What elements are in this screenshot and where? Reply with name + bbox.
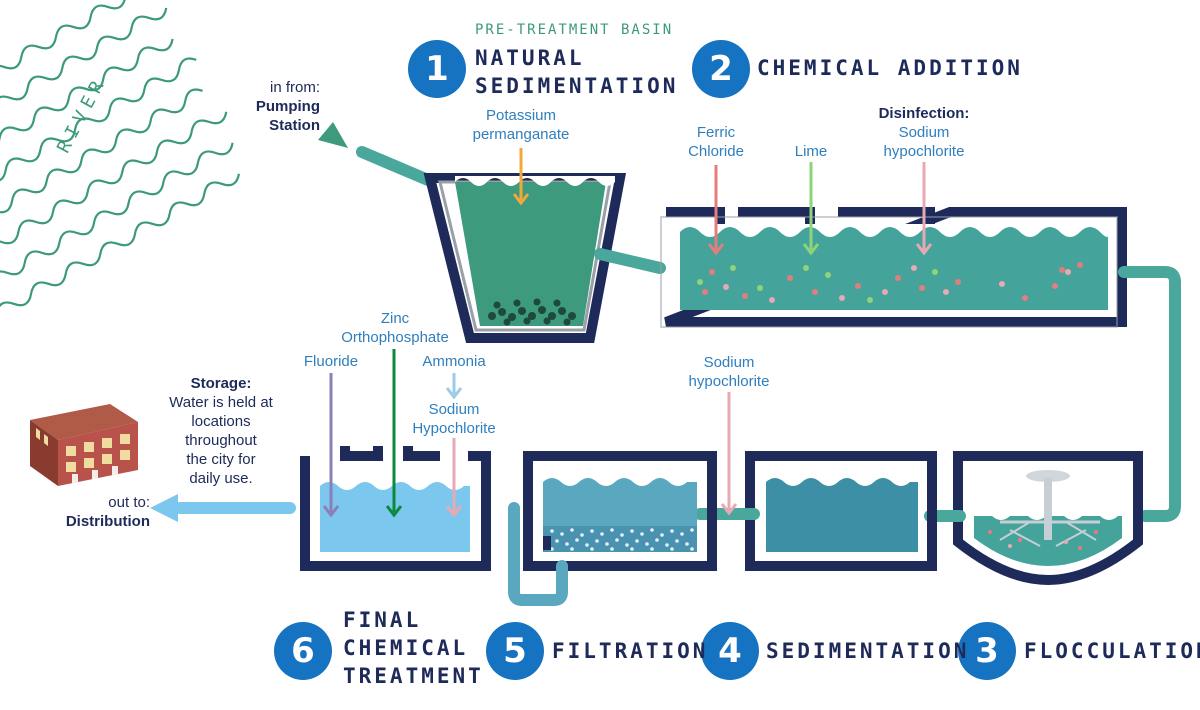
storage-text: Storage: Water is held at locations thro…: [156, 374, 286, 488]
inflow-pipe: [318, 122, 434, 186]
stage-1-title-line1: NATURAL: [475, 46, 585, 70]
filtration-basin: [523, 451, 717, 571]
stage-2-badge: 2: [692, 40, 750, 98]
sedimentation-basin: [745, 451, 937, 571]
stage-5-title: FILTRATION: [552, 639, 709, 663]
stage-6-title-line3: TREATMENT: [343, 664, 484, 688]
stage-2-title: CHEMICAL ADDITION: [757, 56, 1023, 80]
pipe-1-2: [594, 248, 666, 274]
disinfection-line1: Sodium: [898, 124, 950, 141]
chemical-addition-basin: [660, 207, 1127, 328]
ammonia-label: Ammonia: [422, 353, 486, 370]
river-waves: [0, 0, 241, 335]
stage-6-title: FINAL CHEMICAL TREATMENT: [343, 606, 484, 690]
potassium-line2: permanganate: [472, 126, 570, 143]
disinfection-label: Disinfection: Sodium hypochlorite: [864, 104, 984, 161]
ferric-line2: Chloride: [688, 143, 744, 160]
inflow-line2: Pumping: [255, 98, 320, 115]
zinc-label: Zinc Orthophosphate: [330, 309, 460, 347]
sodium-mid-line2: hypochlorite: [688, 373, 770, 390]
ferric-line1: Ferric: [696, 124, 736, 141]
sodium-mid-label: Sodium hypochlorite: [674, 353, 784, 391]
stage2-particles: [697, 262, 1083, 303]
stage-1-title-line2: SEDIMENTATION: [475, 74, 679, 98]
storage-line3: throughout: [185, 432, 257, 449]
natural-sedimentation-basin: [423, 148, 627, 343]
storage-line2: locations: [191, 413, 251, 430]
stage-4-title: SEDIMENTATION: [766, 639, 970, 663]
inflow-line3: Station: [269, 117, 320, 134]
final-treatment-basin: [300, 446, 491, 571]
potassium-line1: Potassium: [485, 107, 557, 124]
disinfection-heading: Disinfection:: [878, 105, 970, 122]
storage-heading: Storage:: [190, 375, 252, 392]
stage-6-title-line1: FINAL: [343, 608, 422, 632]
stage-6-title-line2: CHEMICAL: [343, 636, 469, 660]
pre-treatment-label: PRE-TREATMENT BASIN: [475, 22, 674, 38]
pipe-2-3: [1118, 266, 1181, 522]
ferric-label: Ferric Chloride: [676, 123, 756, 161]
stage-4-badge: 4: [701, 622, 759, 680]
outflow-label: out to: Distribution: [40, 493, 150, 531]
disinfection-line2: hypochlorite: [883, 143, 965, 160]
stage-1-badge: 1: [408, 40, 466, 98]
fluoride-label: Fluoride: [303, 353, 359, 370]
storage-line1: Water is held at: [169, 394, 273, 411]
sodium-final-line2: Hypochlorite: [412, 420, 496, 437]
outflow-arrow: [150, 494, 296, 522]
stage-6-badge: 6: [274, 622, 332, 680]
pipe-5-6: [508, 502, 568, 606]
flocculation-basin: [953, 451, 1143, 586]
stage-3-title: FLOCCULATION: [1024, 639, 1200, 663]
inflow-label: in from: Pumping Station: [240, 78, 320, 135]
sodium-mid-line1: Sodium: [703, 354, 755, 371]
potassium-label: Potassium permanganate: [461, 106, 581, 144]
outflow-line2: Distribution: [65, 513, 150, 530]
stage-3-badge: 3: [958, 622, 1016, 680]
sodium-final-label: Sodium Hypochlorite: [404, 400, 504, 438]
storage-line5: daily use.: [189, 470, 253, 487]
zinc-line1: Zinc: [380, 310, 410, 327]
storage-line4: the city for: [186, 451, 256, 468]
lime-label: Lime: [794, 143, 828, 160]
outflow-line1: out to:: [108, 494, 150, 511]
inflow-line1: in from:: [269, 79, 320, 96]
stage-5-badge: 5: [486, 622, 544, 680]
zinc-line2: Orthophosphate: [341, 329, 449, 346]
stage-1-title: NATURAL SEDIMENTATION: [475, 44, 678, 100]
building-icon: [30, 404, 138, 486]
sodium-final-line1: Sodium: [428, 401, 480, 418]
